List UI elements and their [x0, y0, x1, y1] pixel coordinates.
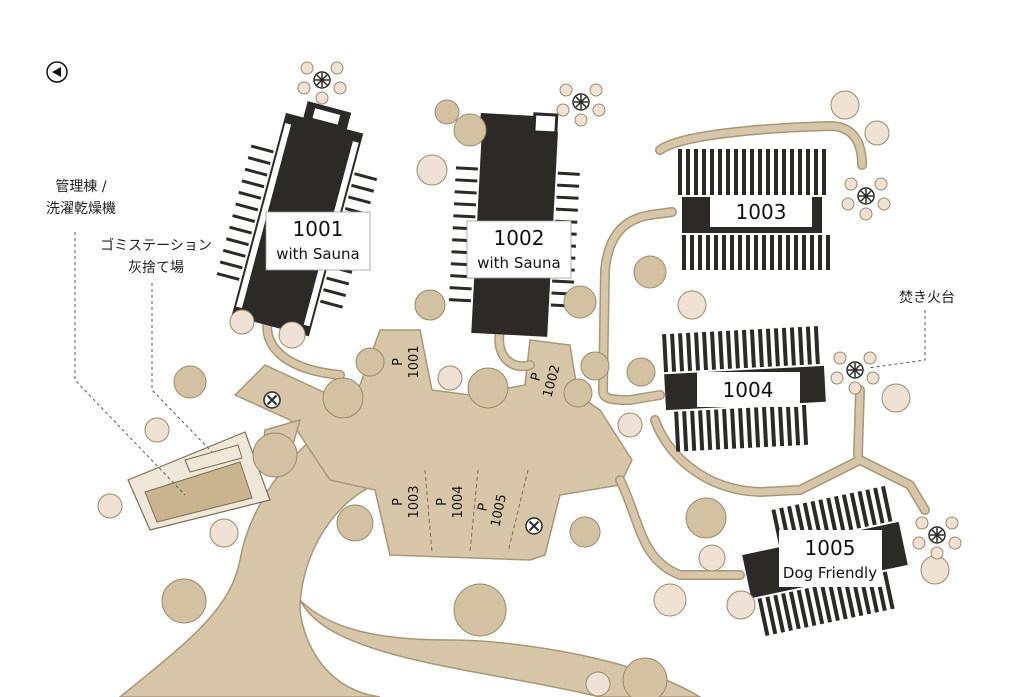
- tree: [173, 365, 207, 399]
- tree: [322, 377, 364, 419]
- tree: [633, 255, 667, 289]
- tree: [414, 289, 446, 321]
- tree: [416, 154, 448, 186]
- tree: [161, 578, 207, 624]
- tree: [278, 321, 306, 349]
- tree: [144, 417, 170, 443]
- tree: [453, 113, 487, 147]
- tree: [585, 671, 611, 697]
- tree: [563, 378, 593, 408]
- management-label-line2: 洗濯乾燥機: [46, 201, 116, 217]
- tree: [685, 497, 727, 539]
- tree: [830, 90, 860, 120]
- tree: [252, 432, 298, 478]
- cabin-1002-label[interactable]: 1002 with Sauna: [466, 220, 572, 279]
- tree: [677, 290, 707, 320]
- cabin-1003-label[interactable]: 1003: [710, 197, 812, 227]
- tree: [626, 357, 656, 387]
- tree: [622, 657, 668, 697]
- firepit-1005[interactable]: [912, 516, 962, 560]
- parking-letter: P: [528, 371, 545, 383]
- tree: [580, 351, 610, 381]
- tree: [698, 544, 726, 572]
- cabin-1001-number: 1001: [293, 217, 344, 241]
- cabin-1004-label[interactable]: 1004: [697, 372, 800, 407]
- tree: [434, 99, 460, 125]
- cabin-1004-number: 1004: [723, 378, 774, 402]
- tree: [453, 583, 507, 637]
- tree: [569, 516, 601, 548]
- no-entry-marker-icon: [525, 517, 543, 535]
- no-entry-marker-icon: [263, 391, 281, 409]
- parking-number: 1003: [407, 485, 422, 518]
- tree: [437, 365, 463, 391]
- parking-letter: P: [391, 498, 406, 506]
- tree: [881, 383, 911, 413]
- management-label-line1: 管理棟 /: [55, 179, 106, 195]
- firepit-1002[interactable]: [556, 83, 606, 127]
- garbage-label-line2: 灰捨て場: [128, 259, 184, 276]
- cabin-1002-number: 1002: [494, 226, 545, 250]
- leader-lines: [74, 232, 926, 496]
- tree: [467, 367, 509, 409]
- firepit-1003[interactable]: [841, 177, 891, 221]
- tree: [355, 347, 385, 377]
- cabin-1003-number: 1003: [736, 200, 787, 224]
- parking-letter: P: [435, 498, 450, 506]
- tree: [653, 583, 687, 617]
- cabin-1005-number: 1005: [805, 536, 856, 560]
- parking-letter: P: [391, 358, 406, 366]
- tree: [97, 493, 123, 519]
- management-building[interactable]: [127, 431, 271, 531]
- tree: [864, 120, 890, 146]
- walking-paths-fill: [263, 122, 929, 579]
- tree: [209, 518, 239, 548]
- parking-1003-label[interactable]: P 1003: [391, 485, 422, 518]
- garbage-label-line1: ゴミステーション: [100, 237, 212, 254]
- parking-1005-label[interactable]: P 1005: [473, 490, 510, 529]
- firepit-1001[interactable]: [297, 61, 347, 105]
- tree: [229, 309, 255, 335]
- firepit-label: 焚き火台: [899, 290, 955, 306]
- parking-letter: P: [475, 502, 491, 513]
- firepit-1004[interactable]: [830, 351, 880, 395]
- main-road: [118, 419, 387, 697]
- cabin-1005-label[interactable]: 1005 Dog Friendly: [779, 530, 882, 587]
- compass-arrow-icon: [46, 61, 68, 83]
- cabin-1002-subtitle: with Sauna: [477, 254, 561, 272]
- cabin-1001-label[interactable]: 1001 with Sauna: [265, 211, 371, 271]
- tree: [563, 285, 597, 319]
- parking-number: 1005: [488, 493, 510, 528]
- cabin-1005-subtitle: Dog Friendly: [783, 564, 877, 582]
- tree: [920, 555, 950, 585]
- tree: [617, 412, 643, 438]
- parking-number: 1001: [407, 345, 422, 378]
- parking-1001-label[interactable]: P 1001: [391, 345, 422, 378]
- tree: [726, 590, 756, 620]
- trees: [97, 90, 950, 697]
- parking-dividers: [424, 469, 529, 553]
- cabin-1001-subtitle: with Sauna: [276, 245, 360, 263]
- parking-number: 1004: [451, 485, 466, 518]
- parking-1004-label[interactable]: P 1004: [435, 485, 466, 518]
- tree: [336, 504, 374, 542]
